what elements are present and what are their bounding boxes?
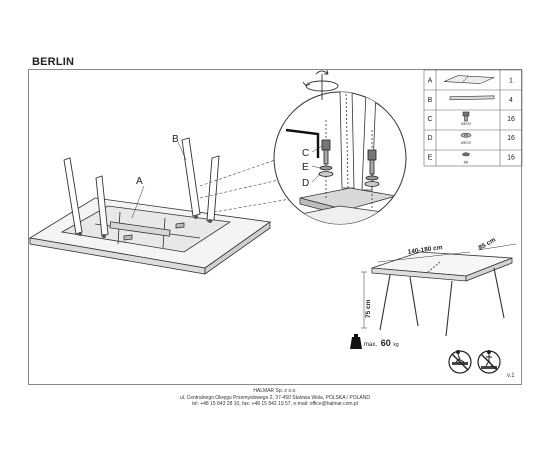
detail-callout-e: E (302, 162, 309, 173)
callout-b: B (172, 134, 179, 145)
assembled-legs (379, 267, 505, 337)
main-assembly-view (28, 137, 272, 275)
footer-contact: tel: +48 15 843 28 10, fax: +48 15 842 1… (192, 401, 358, 407)
callout-a: A (136, 176, 143, 187)
no-standing-icon (477, 350, 501, 374)
part-qty: 4 (509, 97, 513, 104)
footer-company: HALMAR Sp. z o.o. (253, 388, 297, 394)
part-spec: Ø8*20 (461, 141, 471, 145)
dimension-length: 140-180 cm (407, 244, 443, 256)
assembled-table-view (361, 243, 517, 337)
dimension-width: 85 cm (478, 236, 498, 251)
detail-callout-d: D (302, 178, 309, 189)
washer-icon (460, 132, 472, 138)
load-value: 60 (381, 338, 391, 348)
tabletop-edge-right (204, 221, 271, 275)
part-letter: B (428, 97, 433, 104)
part-letter: D (427, 135, 432, 142)
version-label: v.1 (507, 373, 515, 379)
rotate-arrow-icon (302, 69, 339, 100)
parts-table (423, 69, 523, 167)
load-label: max. (364, 342, 377, 348)
part-qty: 16 (507, 135, 515, 142)
load-unit: kg (393, 342, 399, 348)
dimension-height: 75 cm (365, 299, 372, 318)
svg-text:max. 60 kg: max. 60 kg (364, 338, 399, 348)
table-legs (63, 137, 220, 237)
part-letter: C (427, 116, 432, 123)
no-climbing-icon (448, 350, 472, 374)
detail-callout-c: C (302, 148, 309, 159)
part-letter: A (428, 78, 433, 85)
bolt-stack-right (364, 149, 380, 187)
part-qty: 16 (507, 154, 515, 161)
part-spec: M8*20 (461, 122, 471, 126)
part-letter: E (428, 154, 433, 161)
spring-washer-icon (462, 152, 470, 157)
callout-line-a (131, 185, 145, 219)
extension-rail (109, 221, 171, 237)
tabletop-icon (443, 75, 495, 84)
callout-line-b (177, 141, 187, 161)
bolt-icon (462, 111, 470, 122)
table-leg-icon (449, 95, 495, 101)
part-qty: 1 (509, 78, 513, 85)
instruction-frame (28, 69, 522, 385)
footer-address: ul. Centralnego Okręgu Przemysłowego 2, … (179, 394, 370, 401)
dimension-lines (361, 243, 517, 329)
allen-key-icon (285, 128, 320, 158)
footer: HALMAR Sp. z o.o. ul. Centralnego Okręgu… (0, 388, 550, 408)
part-spec: Ø8 (464, 160, 469, 164)
part-qty: 16 (507, 116, 515, 123)
weight-icon (350, 334, 362, 349)
product-title: BERLIN (32, 56, 75, 68)
detail-view (273, 91, 407, 225)
